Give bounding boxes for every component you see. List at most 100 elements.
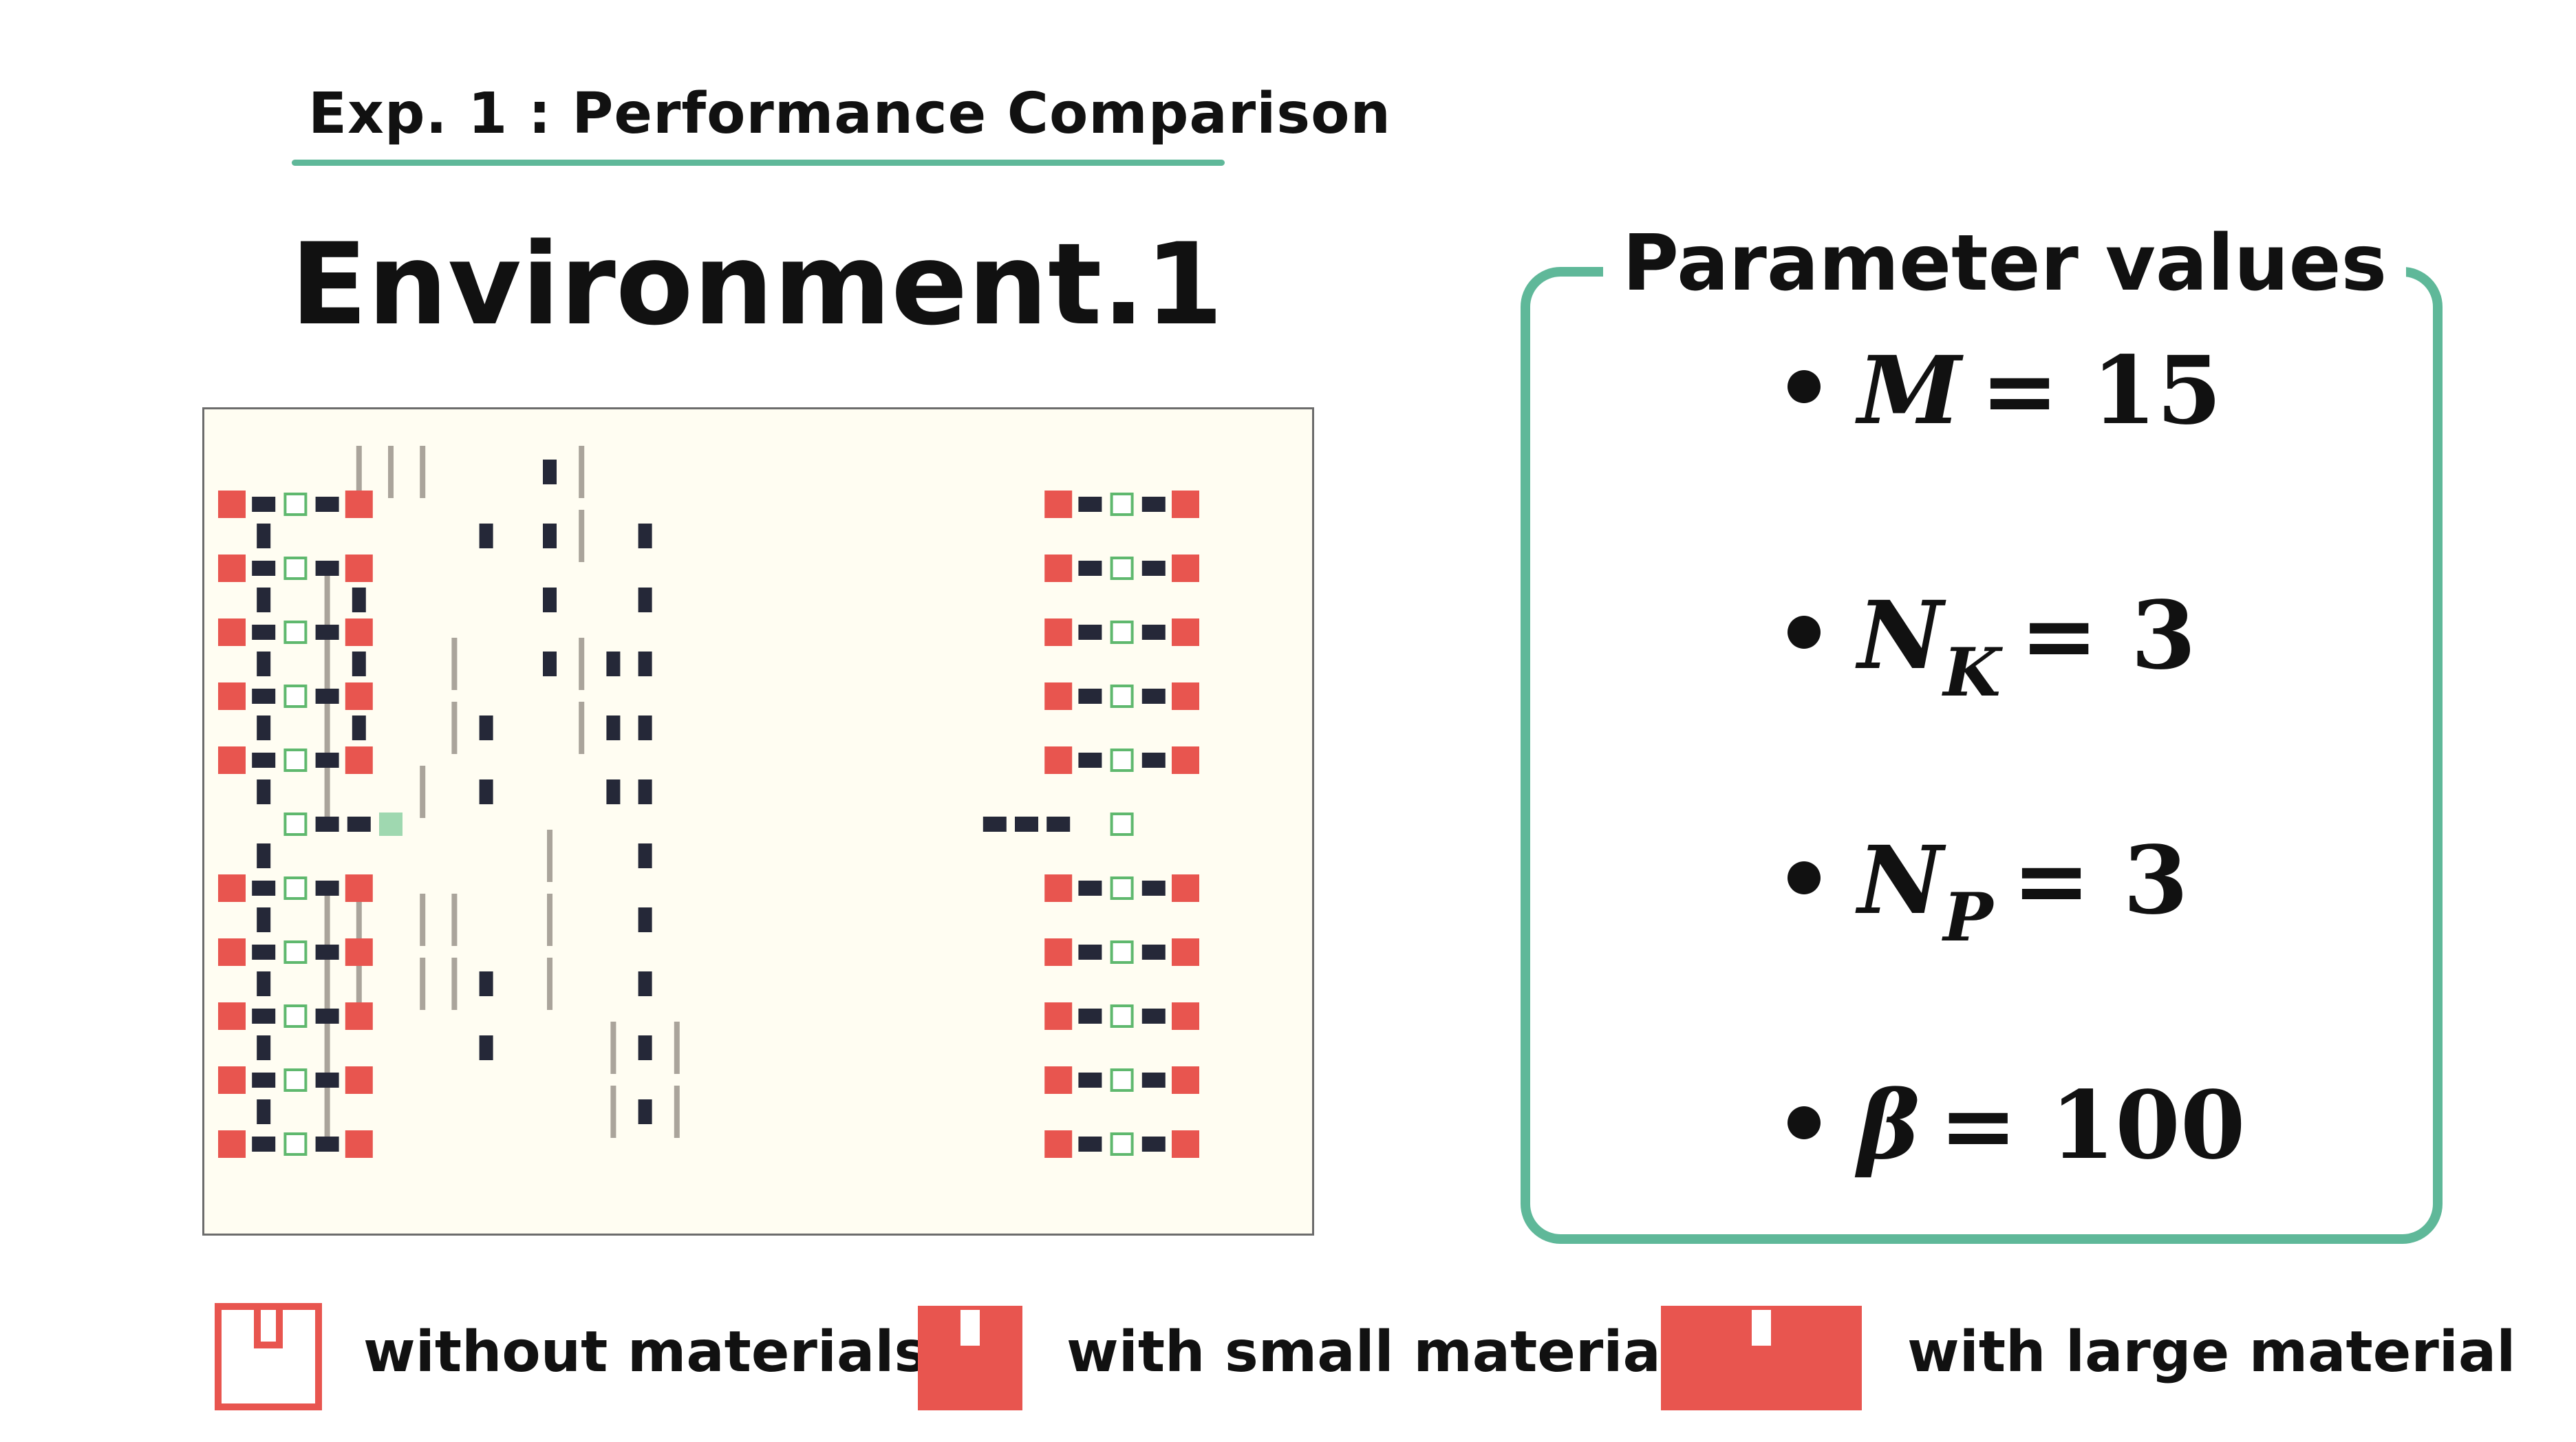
conveyor-segment xyxy=(1141,1009,1166,1024)
station-cell xyxy=(345,746,373,774)
station-cell xyxy=(1044,1130,1073,1158)
path-segment xyxy=(388,446,394,498)
station-cell xyxy=(345,1066,373,1094)
conveyor-segment xyxy=(252,561,276,576)
conveyor-segment xyxy=(543,652,557,676)
junction-cell xyxy=(283,1132,308,1156)
conveyor-segment xyxy=(315,753,339,768)
conveyor-segment xyxy=(257,715,271,740)
station-cell xyxy=(1172,1002,1199,1030)
junction-cell xyxy=(283,1004,308,1028)
station-cell xyxy=(1172,618,1199,646)
conveyor-segment xyxy=(1078,1073,1102,1088)
conveyor-segment xyxy=(315,689,339,704)
parameter-symbol: β xyxy=(1858,1070,1920,1181)
factory-layout-diagram xyxy=(218,446,1199,1158)
station-cell xyxy=(1172,682,1199,710)
conveyor-segment xyxy=(257,588,271,612)
conveyor-segment xyxy=(479,779,493,804)
junction-cell xyxy=(1110,876,1134,900)
conveyor-segment xyxy=(1141,753,1166,768)
conveyor-segment xyxy=(352,652,366,676)
station-cell xyxy=(345,938,373,966)
path-segment xyxy=(610,1086,616,1138)
conveyor-segment xyxy=(257,971,271,996)
conveyor-segment xyxy=(638,524,652,548)
station-cell xyxy=(1172,1130,1199,1158)
legend-label-small-material: with small material xyxy=(1066,1320,1680,1385)
path-segment xyxy=(356,446,362,498)
parameter-title: Parameter values xyxy=(1603,219,2407,308)
conveyor-segment xyxy=(1141,497,1166,512)
conveyor-segment xyxy=(352,588,366,612)
conveyor-segment xyxy=(252,945,276,960)
conveyor-segment xyxy=(1141,881,1166,896)
station-cell xyxy=(345,555,373,582)
conveyor-segment xyxy=(315,881,339,896)
station-cell xyxy=(345,1130,373,1158)
conveyor-segment xyxy=(1141,625,1166,640)
parameter-m: M= 15 xyxy=(1858,344,2222,438)
station-cell xyxy=(1172,491,1199,518)
environment-map xyxy=(202,407,1314,1236)
path-segment xyxy=(547,894,552,946)
conveyor-segment xyxy=(1078,625,1102,640)
junction-cell xyxy=(1110,557,1134,580)
conveyor-segment xyxy=(257,524,271,548)
conveyor-segment xyxy=(638,843,652,868)
conveyor-segment xyxy=(1046,817,1071,832)
conveyor-segment xyxy=(1078,497,1102,512)
conveyor-segment xyxy=(1078,753,1102,768)
path-segment xyxy=(324,1022,330,1074)
station-cell xyxy=(218,1130,246,1158)
conveyor-segment xyxy=(606,779,621,804)
conveyor-segment xyxy=(1141,945,1166,960)
station-cell xyxy=(1044,491,1073,518)
junction-cell xyxy=(1110,685,1134,708)
path-segment xyxy=(420,958,426,1010)
conveyor-segment xyxy=(638,971,652,996)
conveyor-segment xyxy=(257,779,271,804)
conveyor-segment xyxy=(315,497,339,512)
junction-cell xyxy=(1110,1068,1134,1092)
path-segment xyxy=(324,766,330,818)
junction-cell xyxy=(283,876,308,900)
conveyor-segment xyxy=(252,1073,276,1088)
conveyor-segment xyxy=(252,753,276,768)
junction-cell xyxy=(1110,813,1134,836)
header-title: Exp. 1 : Performance Comparison xyxy=(308,81,1391,147)
station-cell xyxy=(1044,682,1073,710)
conveyor-segment xyxy=(543,524,557,548)
station-cell xyxy=(218,555,246,582)
station-cell xyxy=(1044,1066,1073,1094)
path-segment xyxy=(547,958,552,1010)
parameter-symbol: N xyxy=(1858,826,1944,936)
conveyor-segment xyxy=(1078,945,1102,960)
large-material-station-icon xyxy=(1661,1306,1862,1410)
station-cell xyxy=(218,682,246,710)
conveyor-segment xyxy=(1141,561,1166,576)
conveyor-segment xyxy=(1015,817,1038,832)
station-cell xyxy=(345,874,373,902)
conveyor-segment xyxy=(1141,1137,1166,1152)
conveyor-segment xyxy=(479,715,493,740)
conveyor-segment xyxy=(315,817,339,832)
path-segment xyxy=(324,894,330,946)
path-segment xyxy=(356,958,362,1010)
path-segment xyxy=(324,1086,330,1138)
conveyor-segment xyxy=(257,1035,271,1060)
station-cell xyxy=(1044,746,1073,774)
junction-cell xyxy=(1110,1132,1134,1156)
station-cell xyxy=(1172,1066,1199,1094)
station-cell xyxy=(345,618,373,646)
station-cell xyxy=(1044,618,1073,646)
parameter-bullet xyxy=(1788,1106,1821,1139)
path-segment xyxy=(420,766,426,818)
path-segment xyxy=(324,574,330,626)
junction-cell xyxy=(1110,749,1134,772)
legend-label-large-material: with large material xyxy=(1907,1320,2516,1385)
path-segment xyxy=(420,894,426,946)
junction-cell xyxy=(1110,940,1134,964)
junction-cell xyxy=(283,685,308,708)
parameter-bullet xyxy=(1788,861,1821,894)
